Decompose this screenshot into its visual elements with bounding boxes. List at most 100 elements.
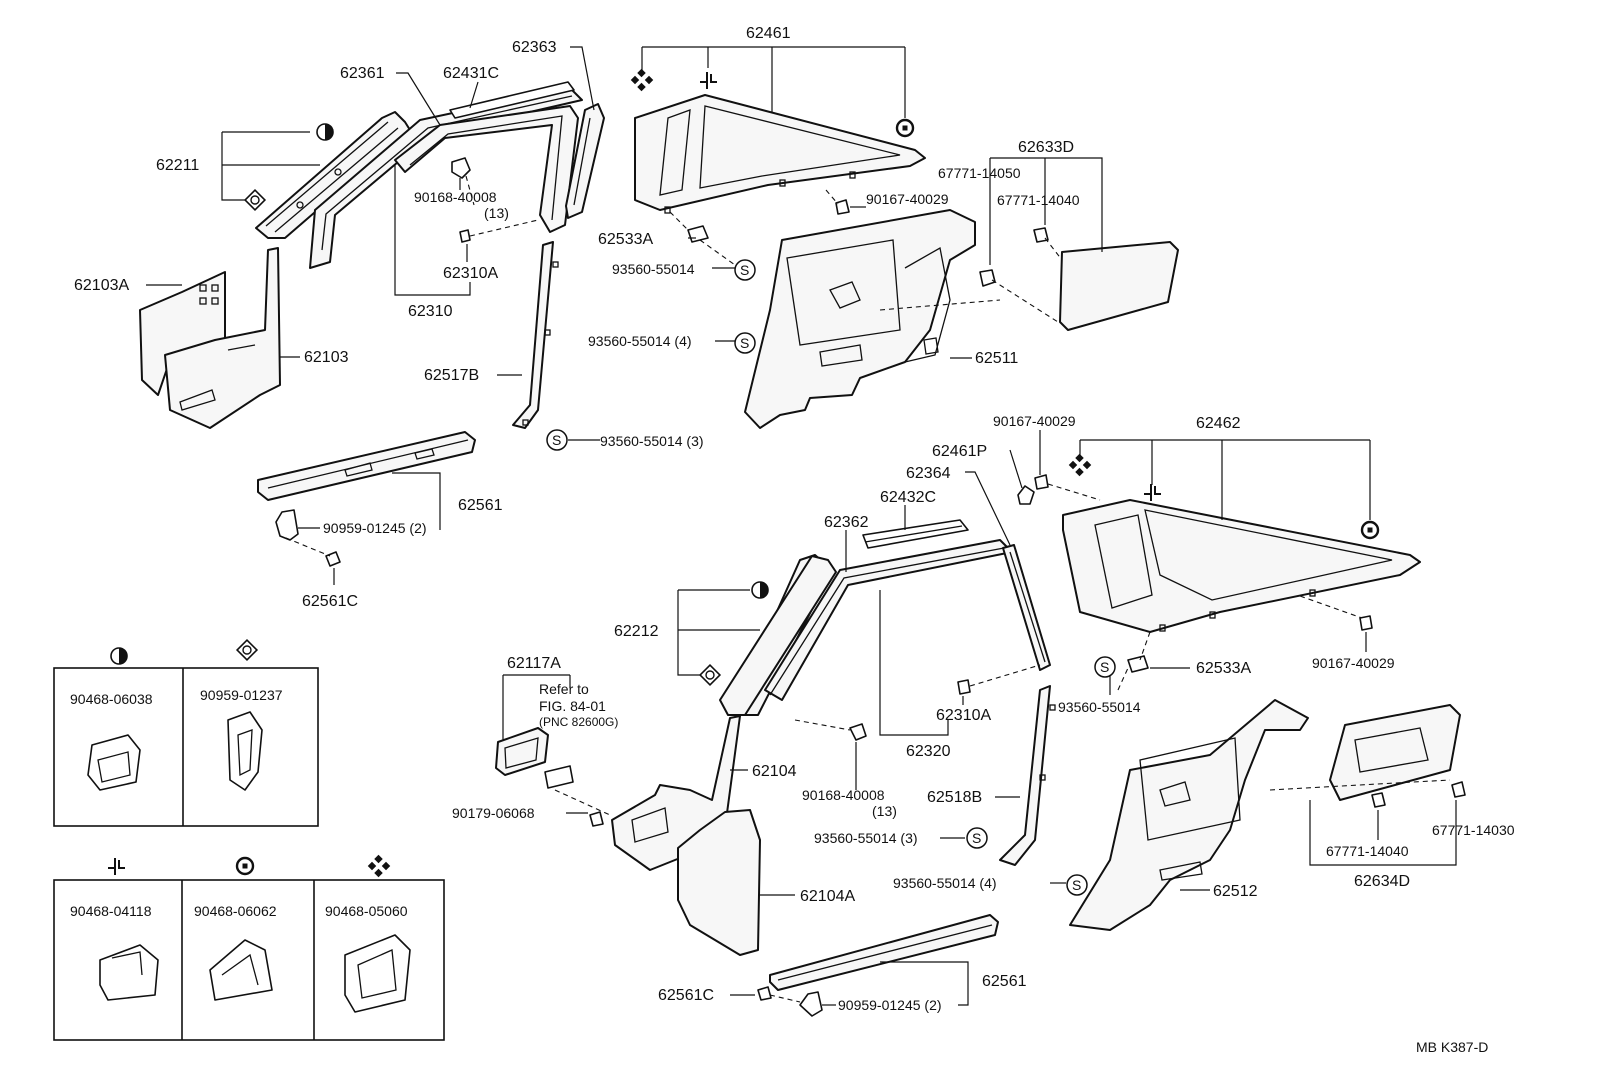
label-62117A: 62117A [507,655,561,672]
armrest-cover-62633D [1059,241,1179,331]
label-90168-40008-b: 90168-40008 [802,787,885,803]
label-90179-06068: 90179-06068 [452,805,535,821]
label-62561-top: 62561 [458,497,503,514]
quarter-window-trim-62462 [1062,499,1421,633]
clip-67771-14030 [1451,781,1466,798]
clip-62310A-top [459,229,471,243]
label-62103A: 62103A [74,277,129,294]
label-62361: 62361 [340,65,385,82]
clip-62533A-b [1127,655,1149,673]
clip-67771-14040-b [1371,792,1386,808]
s-marker-letters: S S S S S S [552,262,1109,893]
weatherstrip-62363 [565,103,605,219]
clip-90167-40029-c [1359,615,1373,631]
refer-line-3: (PNC 82600G) [539,715,618,729]
pillar-garnish-62212 [719,555,837,716]
clip-90167-40029-a [835,199,850,215]
speaker-grille-62117A [495,727,574,789]
label-62511: 62511 [975,350,1018,367]
refer-line-1: Refer to [539,681,589,697]
label-67771-14030: 67771-14030 [1432,822,1515,838]
pillar-garnish-62320 [764,539,1013,701]
label-62211: 62211 [156,157,199,174]
leader-lines [146,46,1457,1006]
label-62518B: 62518B [927,789,982,806]
center-pillar-62518B [999,685,1056,866]
s-letter: S [740,262,749,278]
label-90167-40029-c: 90167-40029 [1312,655,1395,671]
label-93560-55014-4-b: 93560-55014 (4) [893,875,997,891]
label-62533A-top: 62533A [598,231,653,248]
clip-90168-top [451,157,471,179]
label-62103: 62103 [304,349,349,366]
clip-62310A-b [957,679,971,695]
s-letter: S [740,335,749,351]
label-90167-40029-b: 90167-40029 [993,413,1076,429]
label-67771-14040-b: 67771-14040 [1326,843,1409,859]
label-62512: 62512 [1213,883,1258,900]
label-62517B: 62517B [424,367,479,384]
refer-line-2: FIG. 84-01 [539,698,606,714]
label-90168-40008-top: 90168-40008 [414,189,497,205]
label-62364: 62364 [906,465,951,482]
weatherstrip-62364 [1002,544,1051,671]
weatherstrip-62432C [862,519,969,549]
scuff-plate-62561-b [769,914,999,991]
clip-62533A-top [687,225,709,243]
label-62533A-b: 62533A [1196,660,1251,677]
clip-67771-14040-a [1033,227,1049,243]
label-clip-90468-06062: 90468-06062 [194,903,277,919]
center-pillar-62517B [512,241,559,429]
label-62362: 62362 [824,514,869,531]
s-letter: S [1072,877,1081,893]
weatherstrip-62431C [449,81,575,119]
label-62462: 62462 [1196,415,1241,432]
label-93560-55014-b: 93560-55014 [1058,699,1141,715]
label-62634D: 62634D [1354,873,1410,890]
quarter-window-trim-62461 [634,94,926,214]
label-62561-b: 62561 [982,973,1027,990]
label-62633D: 62633D [1018,139,1074,156]
label-13-top: (13) [484,205,509,221]
label-90167-40029-a: 90167-40029 [866,191,949,207]
label-67771-14050: 67771-14050 [938,165,1021,181]
clip-90179-06068 [589,811,604,827]
cowl-side-trim-62103 [164,247,281,429]
clip-legend-box-1 [53,667,319,827]
label-62561C-top: 62561C [302,593,358,610]
pillar-garnish-inner [394,105,579,233]
clip-67771-14050 [979,269,996,287]
clip-90959-01245-b [799,991,823,1017]
label-62363: 62363 [512,39,557,56]
label-62310A-top: 62310A [443,265,498,282]
part-labels: 62461 62363 62361 62431C 62211 90168-400… [70,25,1515,1055]
label-93560-55014-3-b: 93560-55014 (3) [814,830,918,846]
clip-62561C-top [325,551,341,567]
label-clip-90468-04118: 90468-04118 [70,903,152,919]
scuff-plate-62561-top [257,431,476,501]
label-67771-14040-a: 67771-14040 [997,192,1080,208]
footer-code: MB K387-D [1416,1039,1488,1055]
label-62461P: 62461P [932,443,987,460]
label-93560-55014-4-a: 93560-55014 (4) [588,333,692,349]
label-62461: 62461 [746,25,791,42]
label-93560-55014-3-top: 93560-55014 (3) [600,433,704,449]
quarter-trim-panel-62512 [1069,699,1309,931]
label-62432C: 62432C [880,489,936,506]
clip-62561C-b [757,986,772,1001]
quarter-trim-panel-62511 [744,209,976,429]
clip-62461P [1017,485,1035,505]
s-letter: S [972,830,981,846]
label-62310: 62310 [408,303,453,320]
label-clip-90468-06038: 90468-06038 [70,691,153,707]
label-clip-90959-01237: 90959-01237 [200,687,283,703]
pillar-garnish-62211 [255,111,411,239]
label-62320: 62320 [906,743,951,760]
clip-90167-40029-b [1034,474,1049,490]
armrest-62634D [1329,704,1461,801]
label-62431C: 62431C [443,65,499,82]
clip-90168-40008-b [849,723,867,741]
label-93560-55014-a: 93560-55014 [612,261,695,277]
s-letter: S [552,432,561,448]
